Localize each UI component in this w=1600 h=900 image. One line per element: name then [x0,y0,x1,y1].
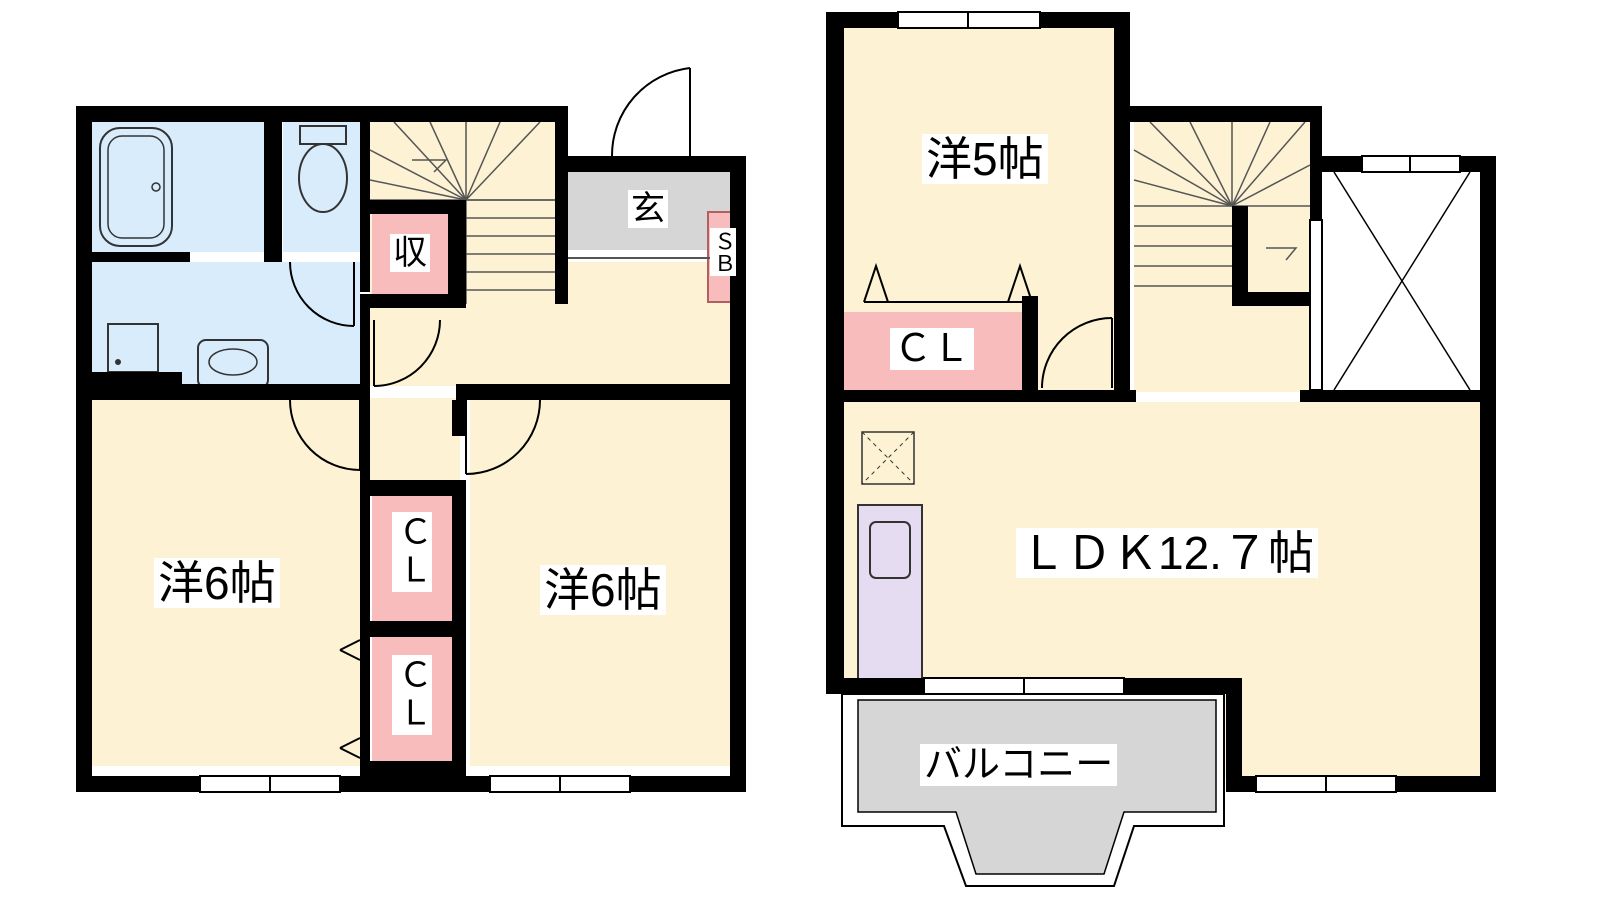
balcony-label: バルコニー [920,744,1118,786]
range-hood [861,431,915,485]
doors-1f [289,67,691,759]
room-label-west-6jo: 洋6帖 [154,558,280,608]
closet-label-upper: ＣＬ [392,512,432,592]
closet-label-lower: ＣＬ [392,655,432,735]
walls-1f [76,106,746,792]
room-label-north-5jo: 洋5帖 [922,134,1048,184]
bath-area [92,122,264,252]
kitchen-counter [857,504,923,682]
doors-2f [863,262,1113,389]
bathtub [99,127,173,247]
stair-2f [1134,122,1310,392]
void-cross [1333,171,1471,391]
balcony-area [857,699,1217,875]
room-label-east-6jo: 洋6帖 [540,565,666,615]
entrance-label: 玄 [628,190,668,228]
storage-label: 収 [390,234,430,272]
stair-treads-2f [1133,121,1311,287]
ldk-label: ＬＤＫ12.７帖 [1016,528,1318,578]
toilet-area [283,122,361,252]
windows-2f [897,11,1461,793]
shoebox-label: ＳＢ [710,228,736,276]
hall-corridor-1f [370,398,460,480]
windows-1f [199,775,631,793]
sink-2f [869,521,911,579]
closet-label-2f: ＣＬ [890,328,975,370]
floor-1 [76,67,746,793]
